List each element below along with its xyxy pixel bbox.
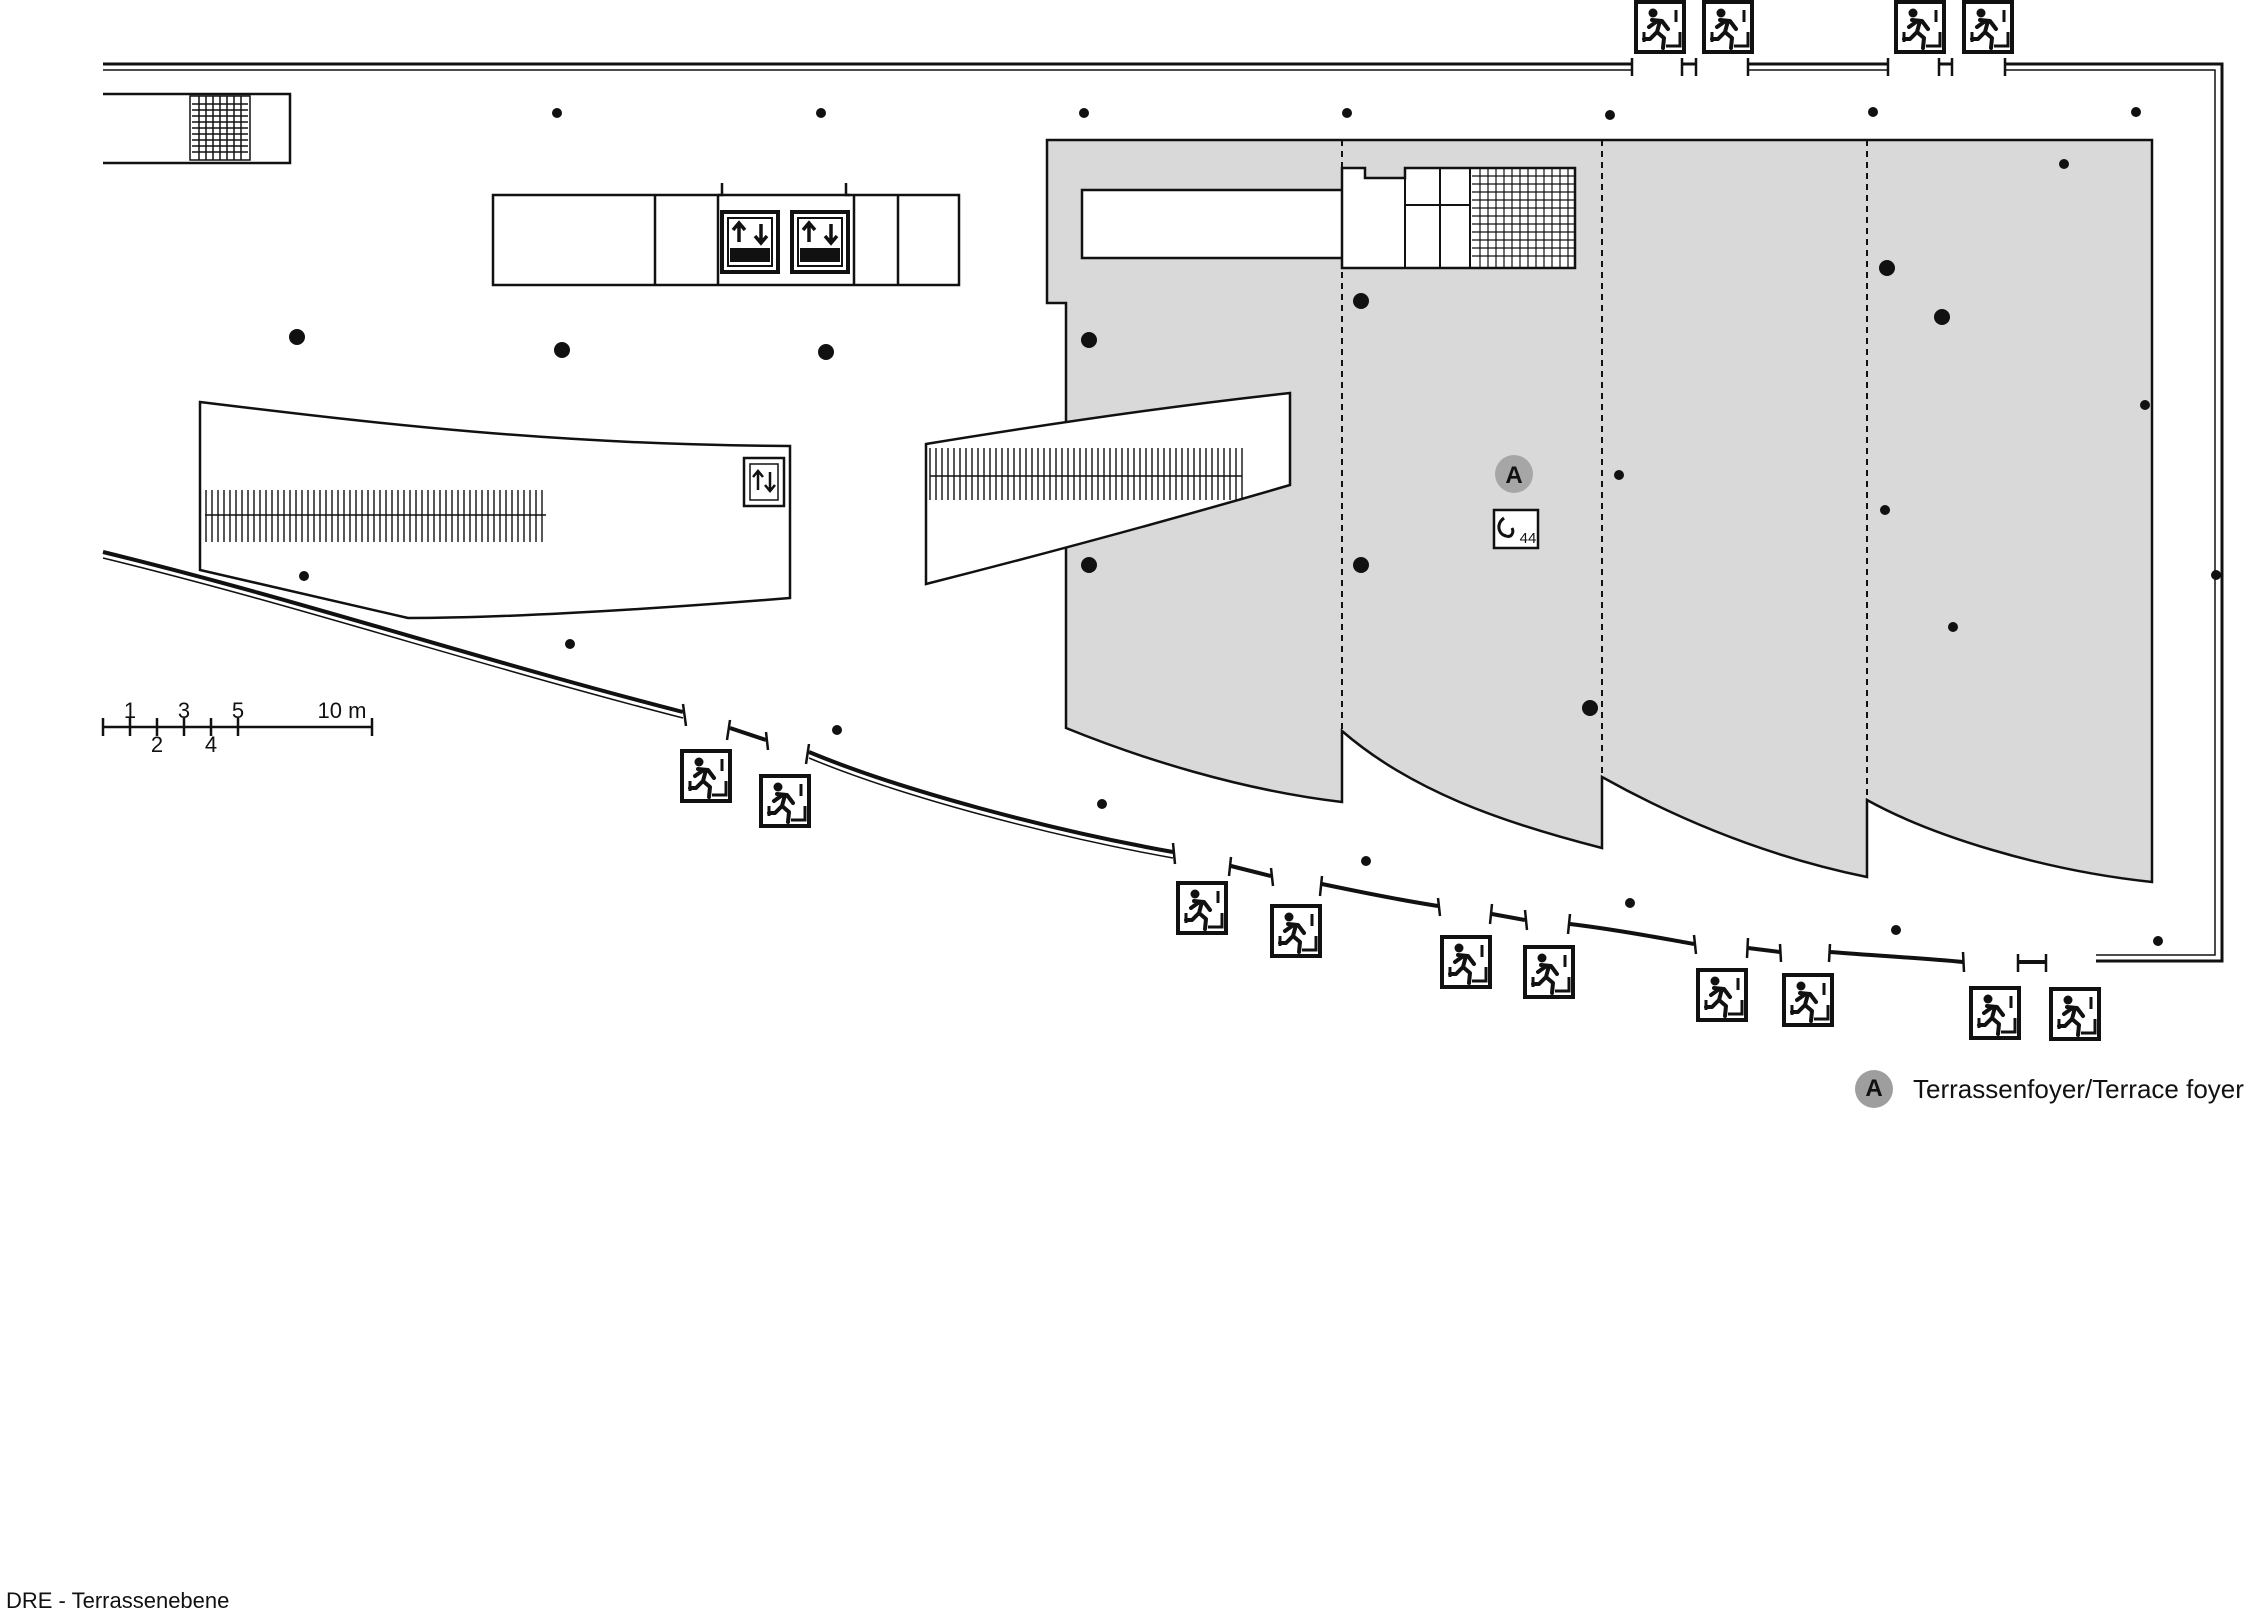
emergency-exit-icon: [1176, 881, 1228, 935]
column: [818, 344, 834, 360]
column: [1079, 108, 1089, 118]
emergency-exit-icon: [1696, 968, 1748, 1022]
stair-block: [103, 92, 292, 165]
column: [552, 108, 562, 118]
emergency-exit-icon: [2049, 987, 2101, 1041]
emergency-exit-icon: [759, 774, 811, 828]
emergency-exit-icon: [1962, 0, 2014, 54]
elevator-icon: [720, 210, 780, 274]
emergency-exit-icon: [1702, 0, 1754, 54]
elevator-icon: [790, 210, 850, 274]
column: [2211, 570, 2221, 580]
room-marker-letter: A: [1505, 462, 1522, 489]
left-seating-block: [198, 400, 792, 620]
column: [2059, 159, 2069, 169]
column: [816, 108, 826, 118]
column: [832, 725, 842, 735]
column: [1097, 799, 1107, 809]
emergency-exit-icon: [1969, 986, 2021, 1040]
column: [2131, 107, 2141, 117]
cloakroom-number: 44: [1520, 530, 1537, 547]
legend-text: Terrassenfoyer/Terrace foyer: [1913, 1073, 2244, 1104]
emergency-exit-icon: [1634, 0, 1686, 54]
emergency-exit-icon: [1440, 935, 1492, 989]
column: [1625, 898, 1635, 908]
scale-label-4: 4: [205, 732, 217, 757]
column: [1353, 293, 1369, 309]
scale-label-1: 1: [124, 698, 136, 723]
structural-columns: [289, 107, 2221, 946]
room-marker-a: A: [1495, 455, 1533, 493]
column: [289, 329, 305, 345]
emergency-exit-icon: [1523, 945, 1575, 999]
scale-label-3: 3: [178, 698, 190, 723]
emergency-exit-icon: [1894, 0, 1946, 54]
column: [554, 342, 570, 358]
plan-caption: DRE - Terrassenebene: [6, 1588, 230, 1613]
terrace-foyer-area: [1045, 138, 2154, 884]
column: [1361, 856, 1371, 866]
column: [1081, 332, 1097, 348]
column: [565, 639, 575, 649]
curved-facade: [102, 550, 2048, 973]
scale-label-5: 5: [232, 698, 244, 723]
emergency-exit-icon: [680, 749, 732, 803]
column: [1879, 260, 1895, 276]
scale-label-2: 2: [151, 732, 163, 757]
scale-bar: 1 3 5 10 m 2 4: [101, 698, 374, 757]
column: [2153, 936, 2163, 946]
column: [1934, 309, 1950, 325]
outer-wall: [103, 62, 2224, 963]
column: [1342, 108, 1352, 118]
column: [1605, 110, 1615, 120]
column: [1582, 700, 1598, 716]
column: [1868, 107, 1878, 117]
emergency-exit-icon: [1782, 973, 1834, 1027]
column: [1880, 505, 1890, 515]
legend-marker-a: A: [1855, 1070, 1893, 1108]
cloakroom-icon: 44: [1492, 508, 1540, 550]
column: [1614, 470, 1624, 480]
column: [1081, 557, 1097, 573]
legend: A Terrassenfoyer/Terrace foyer: [1855, 1070, 2244, 1108]
emergency-exit-icon: [1270, 904, 1322, 958]
right-seating-block: [924, 391, 1292, 586]
column: [1891, 925, 1901, 935]
column: [299, 571, 309, 581]
column: [1353, 557, 1369, 573]
column: [2140, 400, 2150, 410]
column: [1948, 622, 1958, 632]
scale-label-10m: 10 m: [318, 698, 367, 723]
service-stair-block: [1080, 166, 1577, 270]
